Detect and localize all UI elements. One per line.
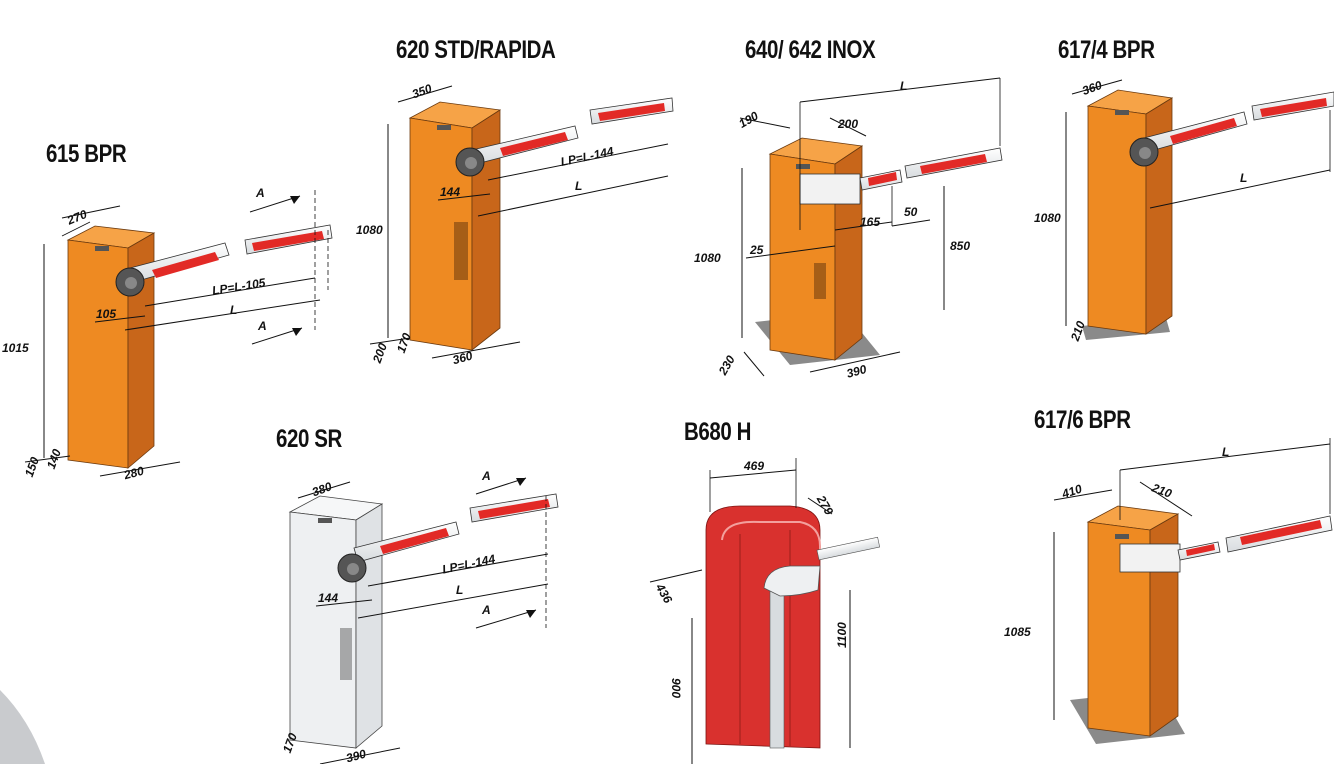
title-615-bpr: 615 BPR <box>46 140 127 168</box>
dim-615-l: L <box>230 303 237 317</box>
dim-615-offset: 105 <box>96 307 116 321</box>
dim-617-4-height: 1080 <box>1034 211 1061 225</box>
dim-640-c: 50 <box>904 205 918 219</box>
corner-arc-decoration <box>0 690 45 764</box>
dim-620-depth2: 200 <box>370 341 390 366</box>
dim-640-arm: 850 <box>950 239 970 253</box>
drawing-617-4-bpr: 360 1080 210 L <box>1034 78 1334 344</box>
title-617-6-bpr: 617/6 BPR <box>1034 406 1131 434</box>
dim-615-base: 280 <box>121 464 145 483</box>
dim-b680-width: 469 <box>743 459 764 473</box>
dim-640-b: 165 <box>860 215 880 229</box>
dim-615-a-top: A <box>255 186 265 200</box>
dim-640-depth: 230 <box>715 353 738 378</box>
dim-615-lp: LP=L-105 <box>211 275 267 297</box>
drawing-617-6-bpr: L 210 410 1085 <box>1004 438 1333 744</box>
dim-615-height: 1015 <box>2 341 29 355</box>
dim-620sr-base: 390 <box>345 747 368 764</box>
dim-620sr-lp: LP=L-144 <box>441 552 497 577</box>
dim-640-base: 390 <box>845 362 868 381</box>
dim-620-base: 360 <box>451 348 474 367</box>
dim-b680-side: 436 <box>652 580 675 605</box>
dim-620-lp: LP=L-144 <box>559 144 615 169</box>
drawing-615-bpr: 270 1015 140 150 280 LP=L-105 L 105 A A <box>2 186 333 483</box>
dim-640-height: 1080 <box>694 251 721 265</box>
drawing-b680-h: 469 279 436 900 1100 <box>649 458 881 764</box>
dim-620sr-l: L <box>456 583 463 597</box>
drawing-620-std-rapida: 350 1080 170 200 360 LP=L-144 L 144 <box>356 81 674 367</box>
dim-640-width: 190 <box>736 108 761 130</box>
dim-617-4-width: 360 <box>1080 78 1104 98</box>
title-b680-h: B680 H <box>684 418 752 446</box>
dim-640-a: 25 <box>749 243 764 257</box>
dim-620-l: L <box>575 179 582 193</box>
title-617-4-bpr: 617/4 BPR <box>1058 36 1155 64</box>
drawing-640-642-inox: L 200 190 1080 25 165 50 850 230 390 <box>694 77 1003 381</box>
dim-620sr-a-bottom: A <box>481 603 491 617</box>
drawing-620-sr: 380 LP=L-144 L 144 A A 170 390 <box>280 469 559 764</box>
dim-615-depth1: 140 <box>44 447 64 471</box>
vent-grille-620 <box>454 222 468 280</box>
dim-617-4-depth: 210 <box>1068 319 1088 344</box>
dim-615-a-bottom: A <box>257 319 267 333</box>
dim-640-top: 200 <box>837 117 858 131</box>
dim-b680-depth: 279 <box>813 492 836 517</box>
title-640-642-inox: 640/ 642 INOX <box>745 36 876 64</box>
dim-640-l: L <box>900 79 907 93</box>
dim-620-offset: 144 <box>440 185 460 199</box>
dim-620sr-depth: 170 <box>280 731 300 755</box>
dim-617-6-l: L <box>1222 445 1229 459</box>
dim-615-width: 270 <box>64 207 89 228</box>
dim-617-6-width: 410 <box>1059 482 1084 502</box>
dim-617-4-l: L <box>1240 171 1247 185</box>
dim-620-width: 350 <box>410 81 434 101</box>
dim-620sr-offset: 144 <box>318 591 338 605</box>
dim-620sr-a-top: A <box>481 469 491 483</box>
title-620-std-rapida: 620 STD/RAPIDA <box>396 36 556 64</box>
dim-617-6-height: 1085 <box>1004 625 1031 639</box>
dim-b680-h1: 900 <box>669 678 683 698</box>
dim-620-depth1: 170 <box>394 331 414 355</box>
dim-b680-h2: 1100 <box>835 622 849 648</box>
dim-620-height: 1080 <box>356 223 383 237</box>
title-620-sr: 620 SR <box>276 425 342 453</box>
dim-620sr-width: 380 <box>310 479 334 499</box>
dim-615-depth2: 150 <box>22 455 42 479</box>
dim-617-6-top: 210 <box>1149 480 1174 500</box>
